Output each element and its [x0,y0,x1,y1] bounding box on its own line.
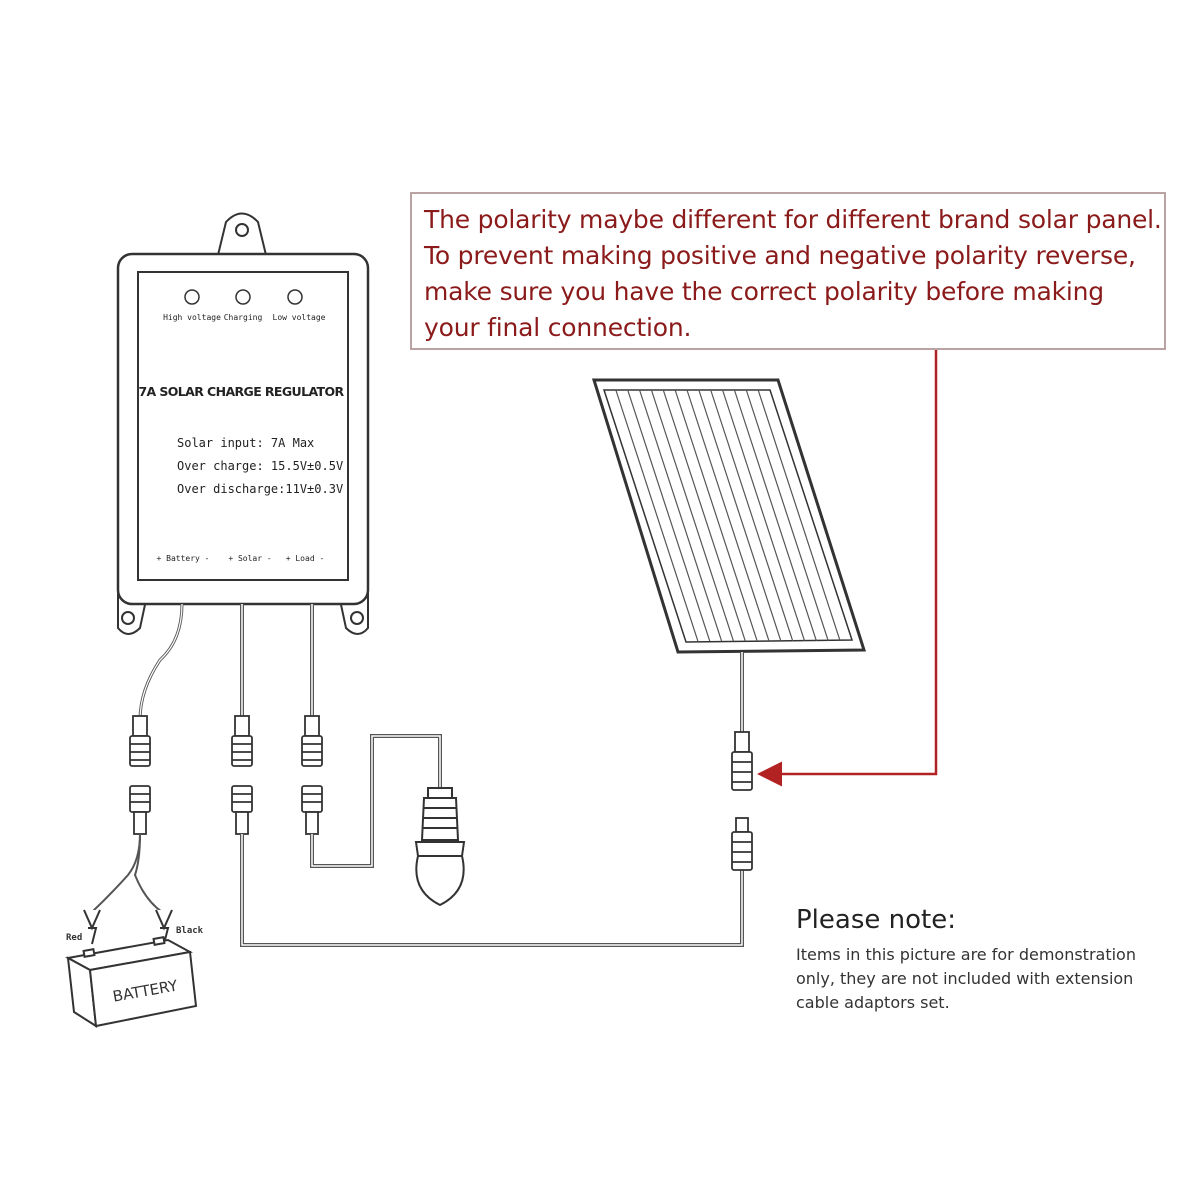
lower-connectors [129,785,323,835]
panel-cell-line [722,389,806,642]
led-label-charging: Charging [224,313,263,322]
load-connector-upper [301,715,323,767]
panel-connectors [731,731,753,871]
lower-cables [91,734,744,947]
panel-connector-upper [731,731,753,791]
load-connector-lower [301,785,323,835]
spec-over-charge: Over charge: 15.5V±0.5V [177,459,343,473]
port-label-battery: + Battery - [157,554,210,563]
panel-cell-line [757,389,841,642]
battery [65,909,198,1028]
note-body: Items in this picture are for demonstrat… [796,943,1176,1015]
regulator-title: 7A SOLAR CHARGE REGULATOR [138,384,344,399]
panel-cell-line [745,389,829,642]
spec-solar-input: Solar input: 7A Max [177,436,314,450]
solar-connector-lower [231,785,253,835]
panel-cell-line [615,389,699,642]
warning-line: make sure you have the correct polarity … [424,277,1104,306]
panel-cell-line [733,389,817,642]
panel-cell-line [662,389,746,642]
warning-line: your final connection. [424,313,692,342]
note-title: Please note: [796,905,956,935]
panel-connector-lower [731,817,753,871]
low-voltage-led [287,289,303,305]
panel-cell-line [674,389,758,642]
polarity-pointer-arrow [757,350,938,787]
note-line: only, they are not included with extensi… [796,969,1134,988]
battery-connector-lower [129,785,151,835]
panel-cell-line [686,389,770,642]
red-clip-icon [83,909,101,945]
port-label-load: + Load - [286,554,325,563]
warning-line: The polarity maybe different for differe… [424,205,1162,234]
charging-led [235,289,251,305]
upper-connectors [129,715,323,767]
panel-cell-line [627,389,711,642]
panel-cell-line [698,389,782,642]
led-label-high-voltage: High voltage [163,313,221,322]
spec-over-discharge: Over discharge:11V±0.3V [177,482,343,496]
note-line: Items in this picture are for demonstrat… [796,945,1136,964]
warning-line: To prevent making positive and negative … [424,241,1136,270]
led-label-low-voltage: Low voltage [273,313,326,322]
panel-cell-line [710,389,794,642]
polarity-warning-box: The polarity maybe different for differe… [410,192,1166,350]
note-line: cable adaptors set. [796,993,950,1012]
solar-panel [591,378,867,654]
black-clip-label: Black [176,926,204,936]
charge-regulator [116,212,370,635]
solar-connector-upper [231,715,253,767]
black-clip-icon [155,909,173,945]
cables [138,603,314,721]
red-clip-label: Red [66,933,82,943]
battery-connector-upper [129,715,151,767]
light-bulb [414,787,466,907]
panel-cell-line [650,389,734,642]
high-voltage-led [184,289,200,305]
port-label-solar: + Solar - [228,554,271,563]
panel-cell-line [639,389,723,642]
